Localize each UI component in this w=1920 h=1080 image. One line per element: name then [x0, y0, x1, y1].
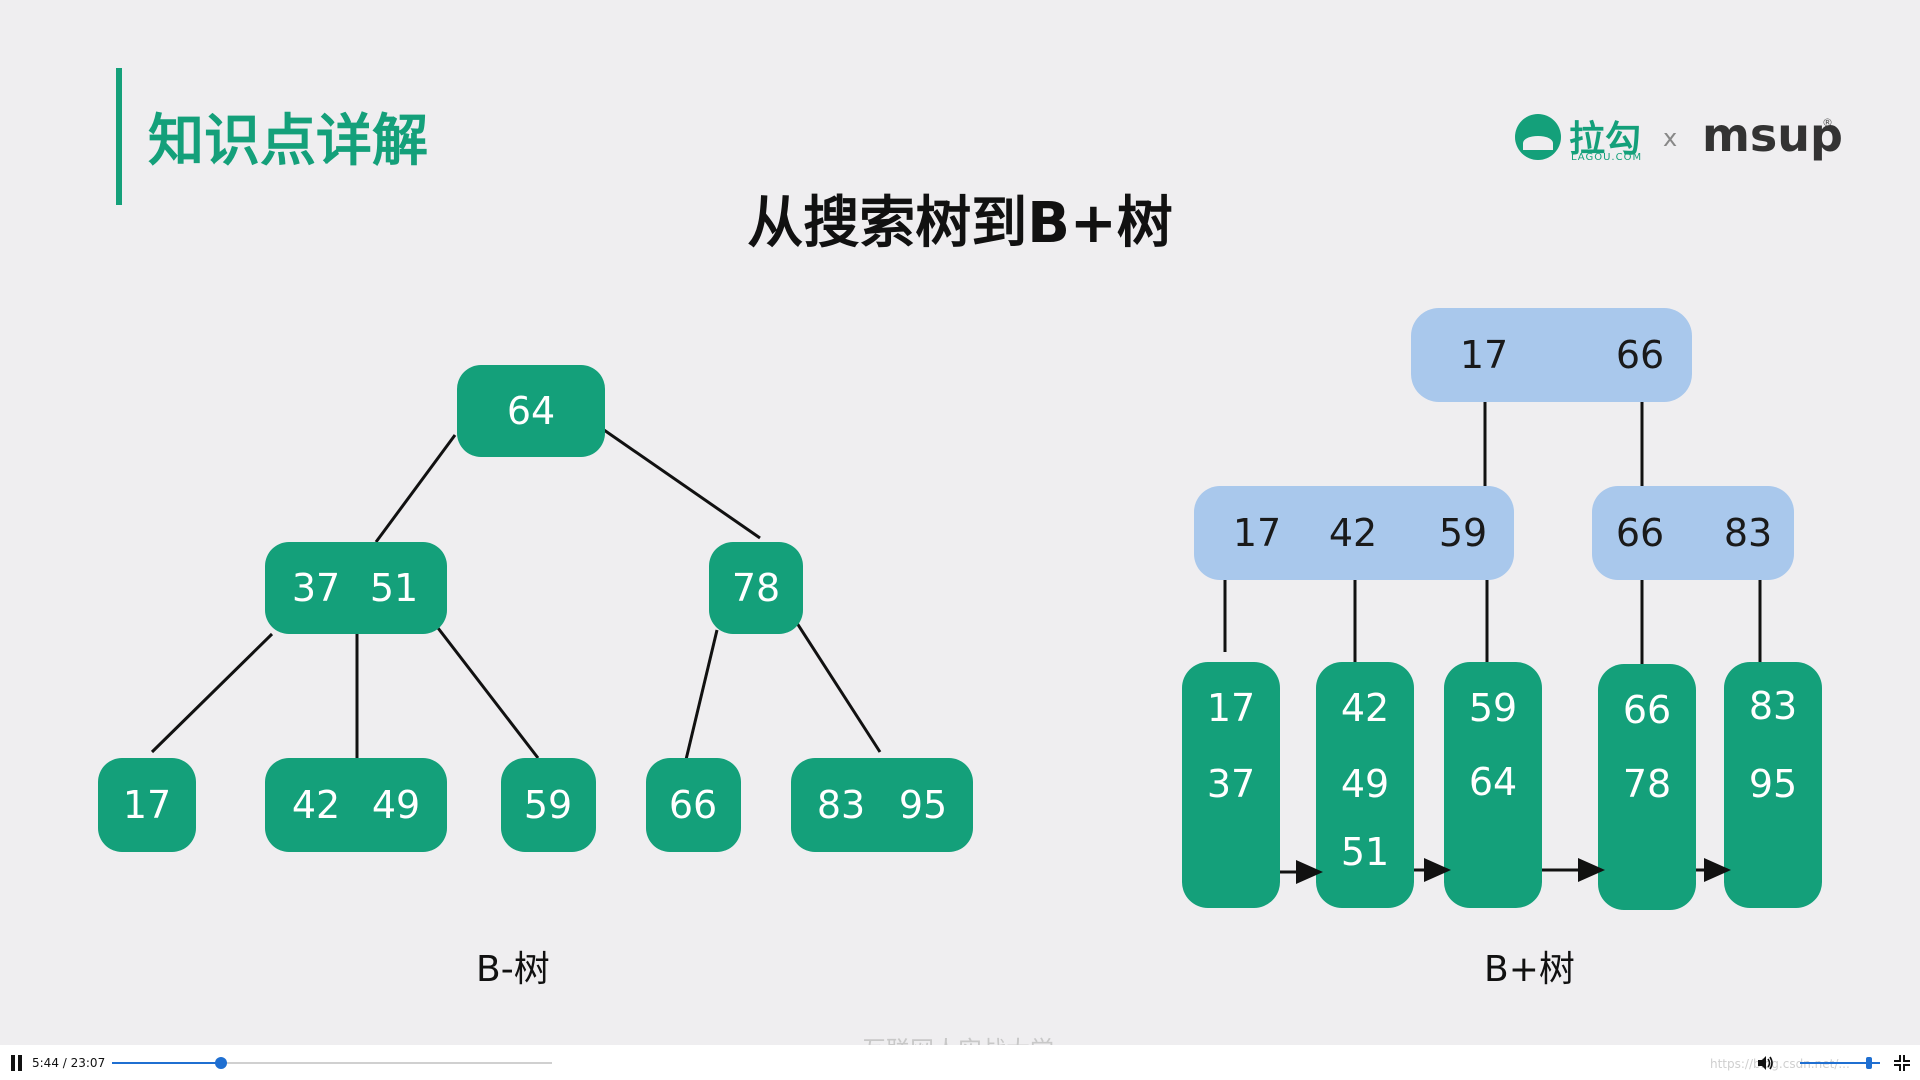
- btree-key: 78: [732, 566, 780, 610]
- bplustree-internal-node: [1194, 486, 1514, 580]
- bplustree-root-node: [1411, 308, 1692, 402]
- btree-node: [265, 758, 447, 852]
- btree-key: 49: [372, 783, 420, 827]
- progress-fill: [112, 1062, 222, 1064]
- btree-key: 83: [817, 783, 865, 827]
- bplustree-key: 49: [1341, 762, 1389, 806]
- bplustree-leaf-node: [1724, 662, 1822, 908]
- slide-title: 从搜索树到B+树: [747, 191, 1173, 256]
- url-watermark: https://blog.csdn.net/...: [1710, 1057, 1850, 1071]
- bplustree-key: 59: [1439, 511, 1487, 555]
- btree-node: [709, 542, 803, 634]
- btree-key: 66: [669, 783, 717, 827]
- pause-icon[interactable]: [10, 1055, 24, 1071]
- bplustree-key: 83: [1724, 511, 1772, 555]
- btree-edge: [150, 632, 274, 754]
- bplustree-key: 59: [1469, 686, 1517, 730]
- progress-knob[interactable]: [215, 1057, 228, 1069]
- msup-registered-mark: ®: [1822, 116, 1833, 129]
- btree-key: 59: [524, 783, 572, 827]
- btree-key: 42: [292, 783, 340, 827]
- bplustree-caption: B+树: [1484, 949, 1575, 990]
- msup-logo: msup: [1702, 108, 1843, 162]
- accent-bar: [116, 68, 122, 205]
- btree-edge: [603, 428, 761, 540]
- bplustree-key: 83: [1749, 684, 1797, 728]
- bplustree-key: 66: [1616, 511, 1664, 555]
- btree-caption: B-树: [476, 949, 550, 990]
- btree-node: [501, 758, 596, 852]
- volume-knob[interactable]: [1866, 1057, 1872, 1069]
- volume-slider[interactable]: [1800, 1062, 1880, 1064]
- bplustree-key: 17: [1460, 333, 1508, 377]
- btree-edge: [436, 627, 540, 759]
- progress-track[interactable]: [112, 1057, 552, 1069]
- volume-icon[interactable]: [1756, 1054, 1774, 1072]
- btree-node: [791, 758, 973, 852]
- bplustree-key: 51: [1341, 830, 1389, 874]
- slide: 知识点详解 从搜索树到B+树 拉勾 LAGOU.COM x msup ® 64 3…: [98, 68, 1843, 1064]
- lagou-logo-subtext: LAGOU.COM: [1571, 152, 1643, 163]
- lagou-logo: 拉勾 LAGOU.COM: [1515, 110, 1641, 170]
- lagou-logo-icon: [1515, 114, 1561, 160]
- tree-diagram: 64 37 51 78 17 42 49 59 66 83 95 17 66 17 42 59 66 83 17 37…: [98, 308, 1822, 910]
- exit-fullscreen-icon[interactable]: [1894, 1055, 1910, 1071]
- btree-node: [646, 758, 741, 852]
- bplustree-leaf-node: [1598, 664, 1696, 910]
- bplustree-internal-node: [1592, 486, 1794, 580]
- btree-edge: [682, 629, 719, 769]
- bplustree-leaf-node: [1316, 662, 1414, 908]
- btree-key: 51: [370, 566, 418, 610]
- bplustree-key: 42: [1329, 511, 1377, 555]
- bplustree-leaf-node: [1444, 662, 1542, 908]
- brand-separator: x: [1663, 124, 1678, 152]
- btree-key: 95: [899, 783, 947, 827]
- playback-time: 5:44 / 23:07: [32, 1056, 106, 1070]
- lagou-logo-text: 拉勾: [1569, 119, 1642, 160]
- btree-key: 37: [292, 566, 340, 610]
- btree-edge: [374, 434, 457, 543]
- bplustree-key: 42: [1341, 686, 1389, 730]
- video-player-bar: 5:44 / 23:07 https://blog.csdn.net/...: [0, 1045, 1920, 1080]
- bplustree-key: 66: [1616, 333, 1664, 377]
- bplustree-key: 37: [1207, 762, 1255, 806]
- section-title: 知识点详解: [148, 109, 428, 174]
- bplustree-key: 64: [1469, 760, 1517, 804]
- btree-node: [265, 542, 447, 634]
- bplustree-key: 17: [1233, 511, 1281, 555]
- bplustree-key: 66: [1623, 688, 1671, 732]
- btree-key: 64: [507, 389, 555, 433]
- bplustree-key: 17: [1207, 686, 1255, 730]
- bplustree-leaf-node: [1182, 662, 1280, 908]
- bplustree-key: 95: [1749, 762, 1797, 806]
- btree-key: 17: [123, 783, 171, 827]
- btree-edge: [793, 619, 882, 753]
- btree-node: [98, 758, 196, 852]
- btree-node: [457, 365, 605, 457]
- bplustree-key: 78: [1623, 762, 1671, 806]
